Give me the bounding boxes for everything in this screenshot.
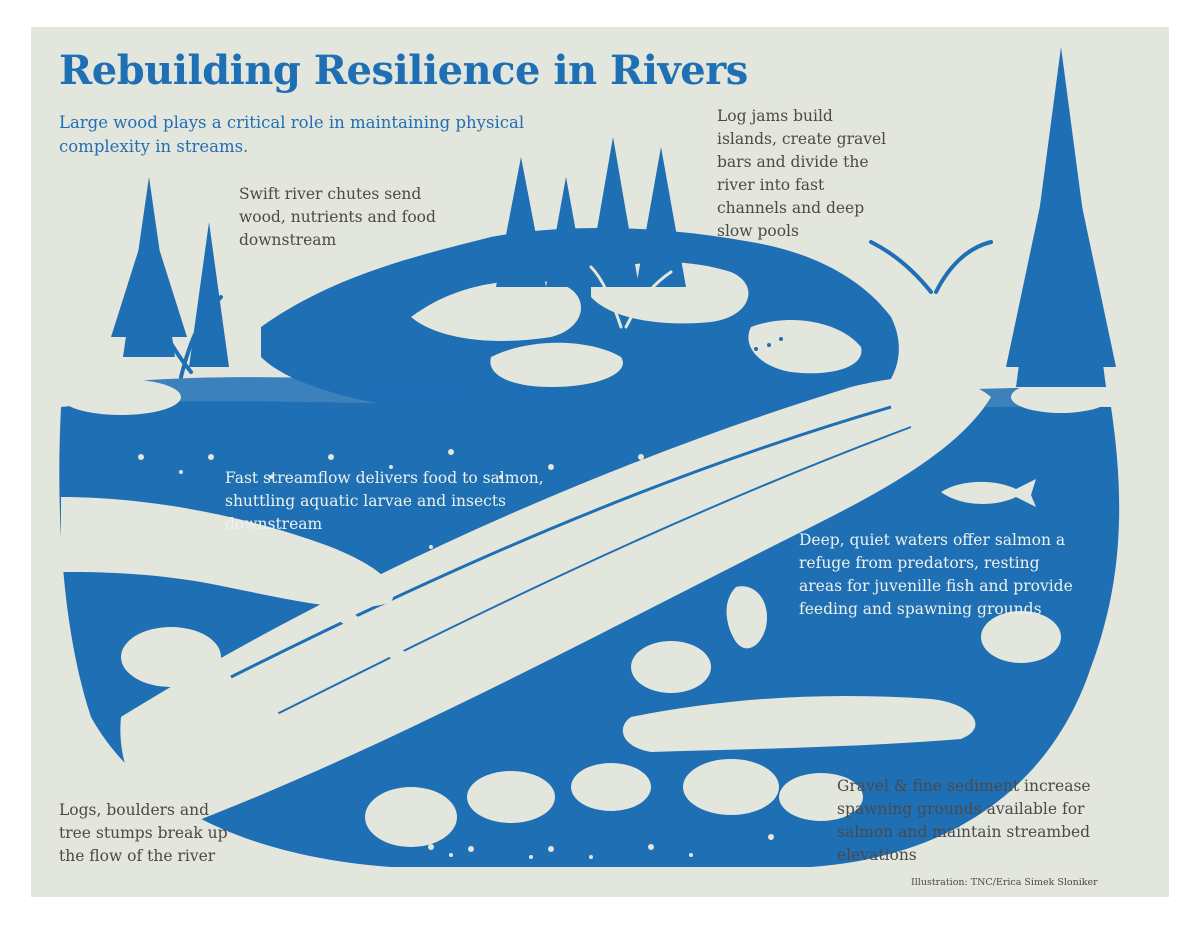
island-landmass (261, 227, 899, 412)
annotation-deep-waters: Deep, quiet waters offer salmon a refuge… (799, 531, 1073, 618)
log-icon (622, 696, 976, 752)
annotation-logs-boulders: Logs, boulders and tree stumps break up … (59, 801, 228, 865)
boulder-icon (571, 763, 651, 811)
conifer-tree-icon (111, 177, 187, 357)
boulder-icon (61, 379, 181, 415)
annotation-gravel-sediment: Gravel & fine sediment increase spawning… (837, 777, 1091, 864)
salmon-icon (726, 586, 767, 649)
boulder-icon (365, 787, 457, 847)
fern-icon (154, 295, 223, 379)
boulder-icon (1011, 381, 1111, 413)
conifer-tree-icon (1006, 47, 1116, 387)
infographic-poster: Rebuilding Resilience in Rivers Large wo… (31, 27, 1169, 897)
boulder-icon (683, 759, 779, 815)
fern-icon (869, 240, 993, 294)
intro-text: Large wood plays a critical role in main… (59, 113, 525, 156)
fern-icon (589, 265, 673, 329)
conifer-tree-icon (546, 177, 586, 287)
boulder-icon (467, 771, 555, 823)
salmon-icon (941, 479, 1036, 507)
conifer-tree-icon (636, 147, 686, 287)
page-title: Rebuilding Resilience in Rivers (59, 47, 748, 94)
boulder-icon (411, 280, 581, 341)
annotation-log-jams: Log jams build islands, create gravel ba… (717, 107, 887, 240)
drifting-insects (123, 449, 644, 550)
boulder-icon (490, 342, 623, 387)
log-icon (61, 497, 394, 608)
boulder-icon (981, 611, 1061, 663)
streambed-gravel (428, 834, 774, 859)
boulder-icon (748, 319, 862, 374)
illustration-credit: Illustration: TNC/Erica Simek Sloniker (911, 877, 1098, 888)
conifer-tree-icon (189, 222, 229, 367)
conifer-tree-icon (496, 157, 546, 287)
log-icon (120, 376, 991, 827)
boulder-icon (197, 701, 285, 753)
boulder-icon (779, 773, 863, 821)
boulder-icon (121, 627, 221, 687)
conifer-tree-icon (587, 137, 639, 287)
boulder-icon (631, 641, 711, 693)
annotation-fast-streamflow: Fast streamflow delivers food to salmon,… (225, 469, 544, 533)
gravel-bar (719, 325, 783, 359)
annotation-swift-chutes: Swift river chutes send wood, nutrients … (239, 185, 436, 249)
river-illustration (59, 47, 1120, 867)
